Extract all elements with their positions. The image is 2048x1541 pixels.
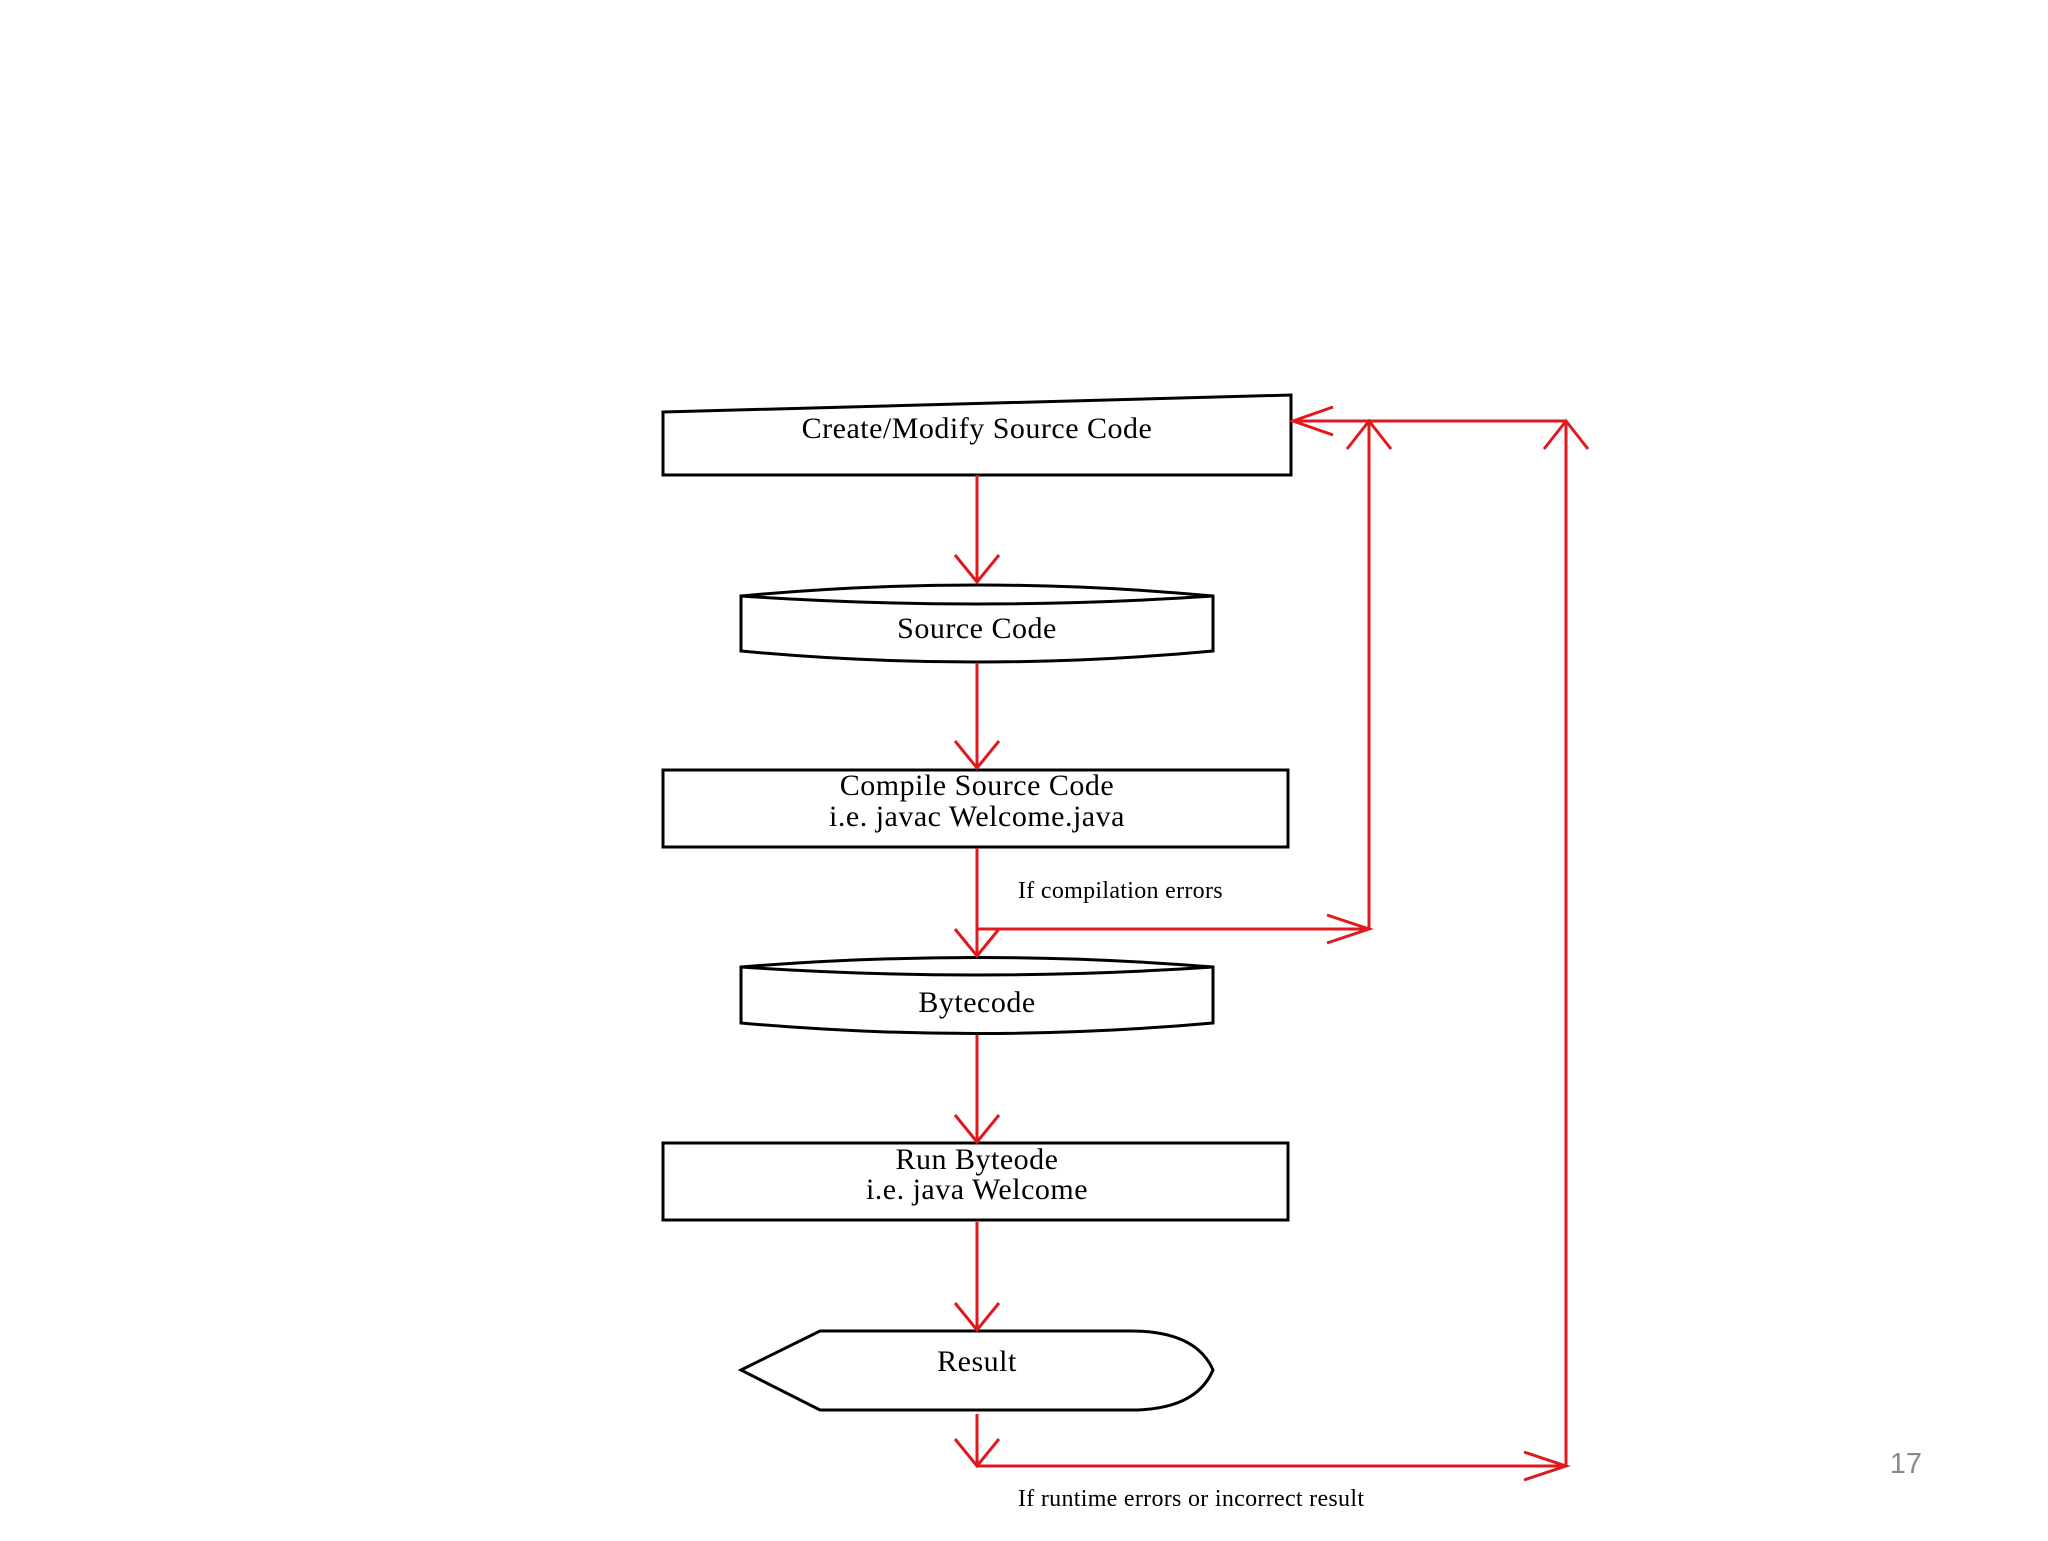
node-result: Result <box>737 1329 1215 1412</box>
node-run-line2: i.e. java Welcome <box>866 1173 1088 1206</box>
node-run-line1: Run Byteode <box>896 1143 1059 1176</box>
node-create-modify: Create/Modify Source Code <box>661 393 1293 477</box>
node-compile: Compile Source Code i.e. javac Welcome.j… <box>661 768 1290 849</box>
arrow-source-to-compile <box>953 663 1001 771</box>
node-bytecode-label: Bytecode <box>918 986 1035 1019</box>
loop-return-top <box>1288 405 1566 437</box>
node-bytecode: Bytecode <box>739 956 1215 1035</box>
arrow-create-to-source <box>953 475 1001 585</box>
flow-main-arrows <box>953 475 1001 1469</box>
arrow-bytecode-to-run <box>953 1035 1001 1145</box>
node-create-modify-label: Create/Modify Source Code <box>802 412 1153 445</box>
node-source-code-label: Source Code <box>897 612 1057 645</box>
node-compile-line2: i.e. javac Welcome.java <box>829 800 1125 833</box>
page-number: 17 <box>1889 1448 1922 1480</box>
arrow-run-to-result <box>953 1222 1001 1333</box>
arrow-result-down <box>953 1414 1001 1469</box>
edge-compile-error-label: If compilation errors <box>1018 878 1223 904</box>
node-source-code: Source Code <box>739 583 1215 664</box>
node-result-label: Result <box>937 1345 1017 1378</box>
loop-compile-error: If compilation errors <box>977 418 1393 945</box>
node-compile-line1: Compile Source Code <box>840 769 1114 802</box>
edge-runtime-error-label: If runtime errors or incorrect result <box>1018 1486 1364 1512</box>
node-run: Run Byteode i.e. java Welcome <box>661 1141 1290 1222</box>
loop-runtime-error: If runtime errors or incorrect result <box>977 418 1590 1512</box>
arrow-compile-to-bytecode <box>953 848 1001 959</box>
